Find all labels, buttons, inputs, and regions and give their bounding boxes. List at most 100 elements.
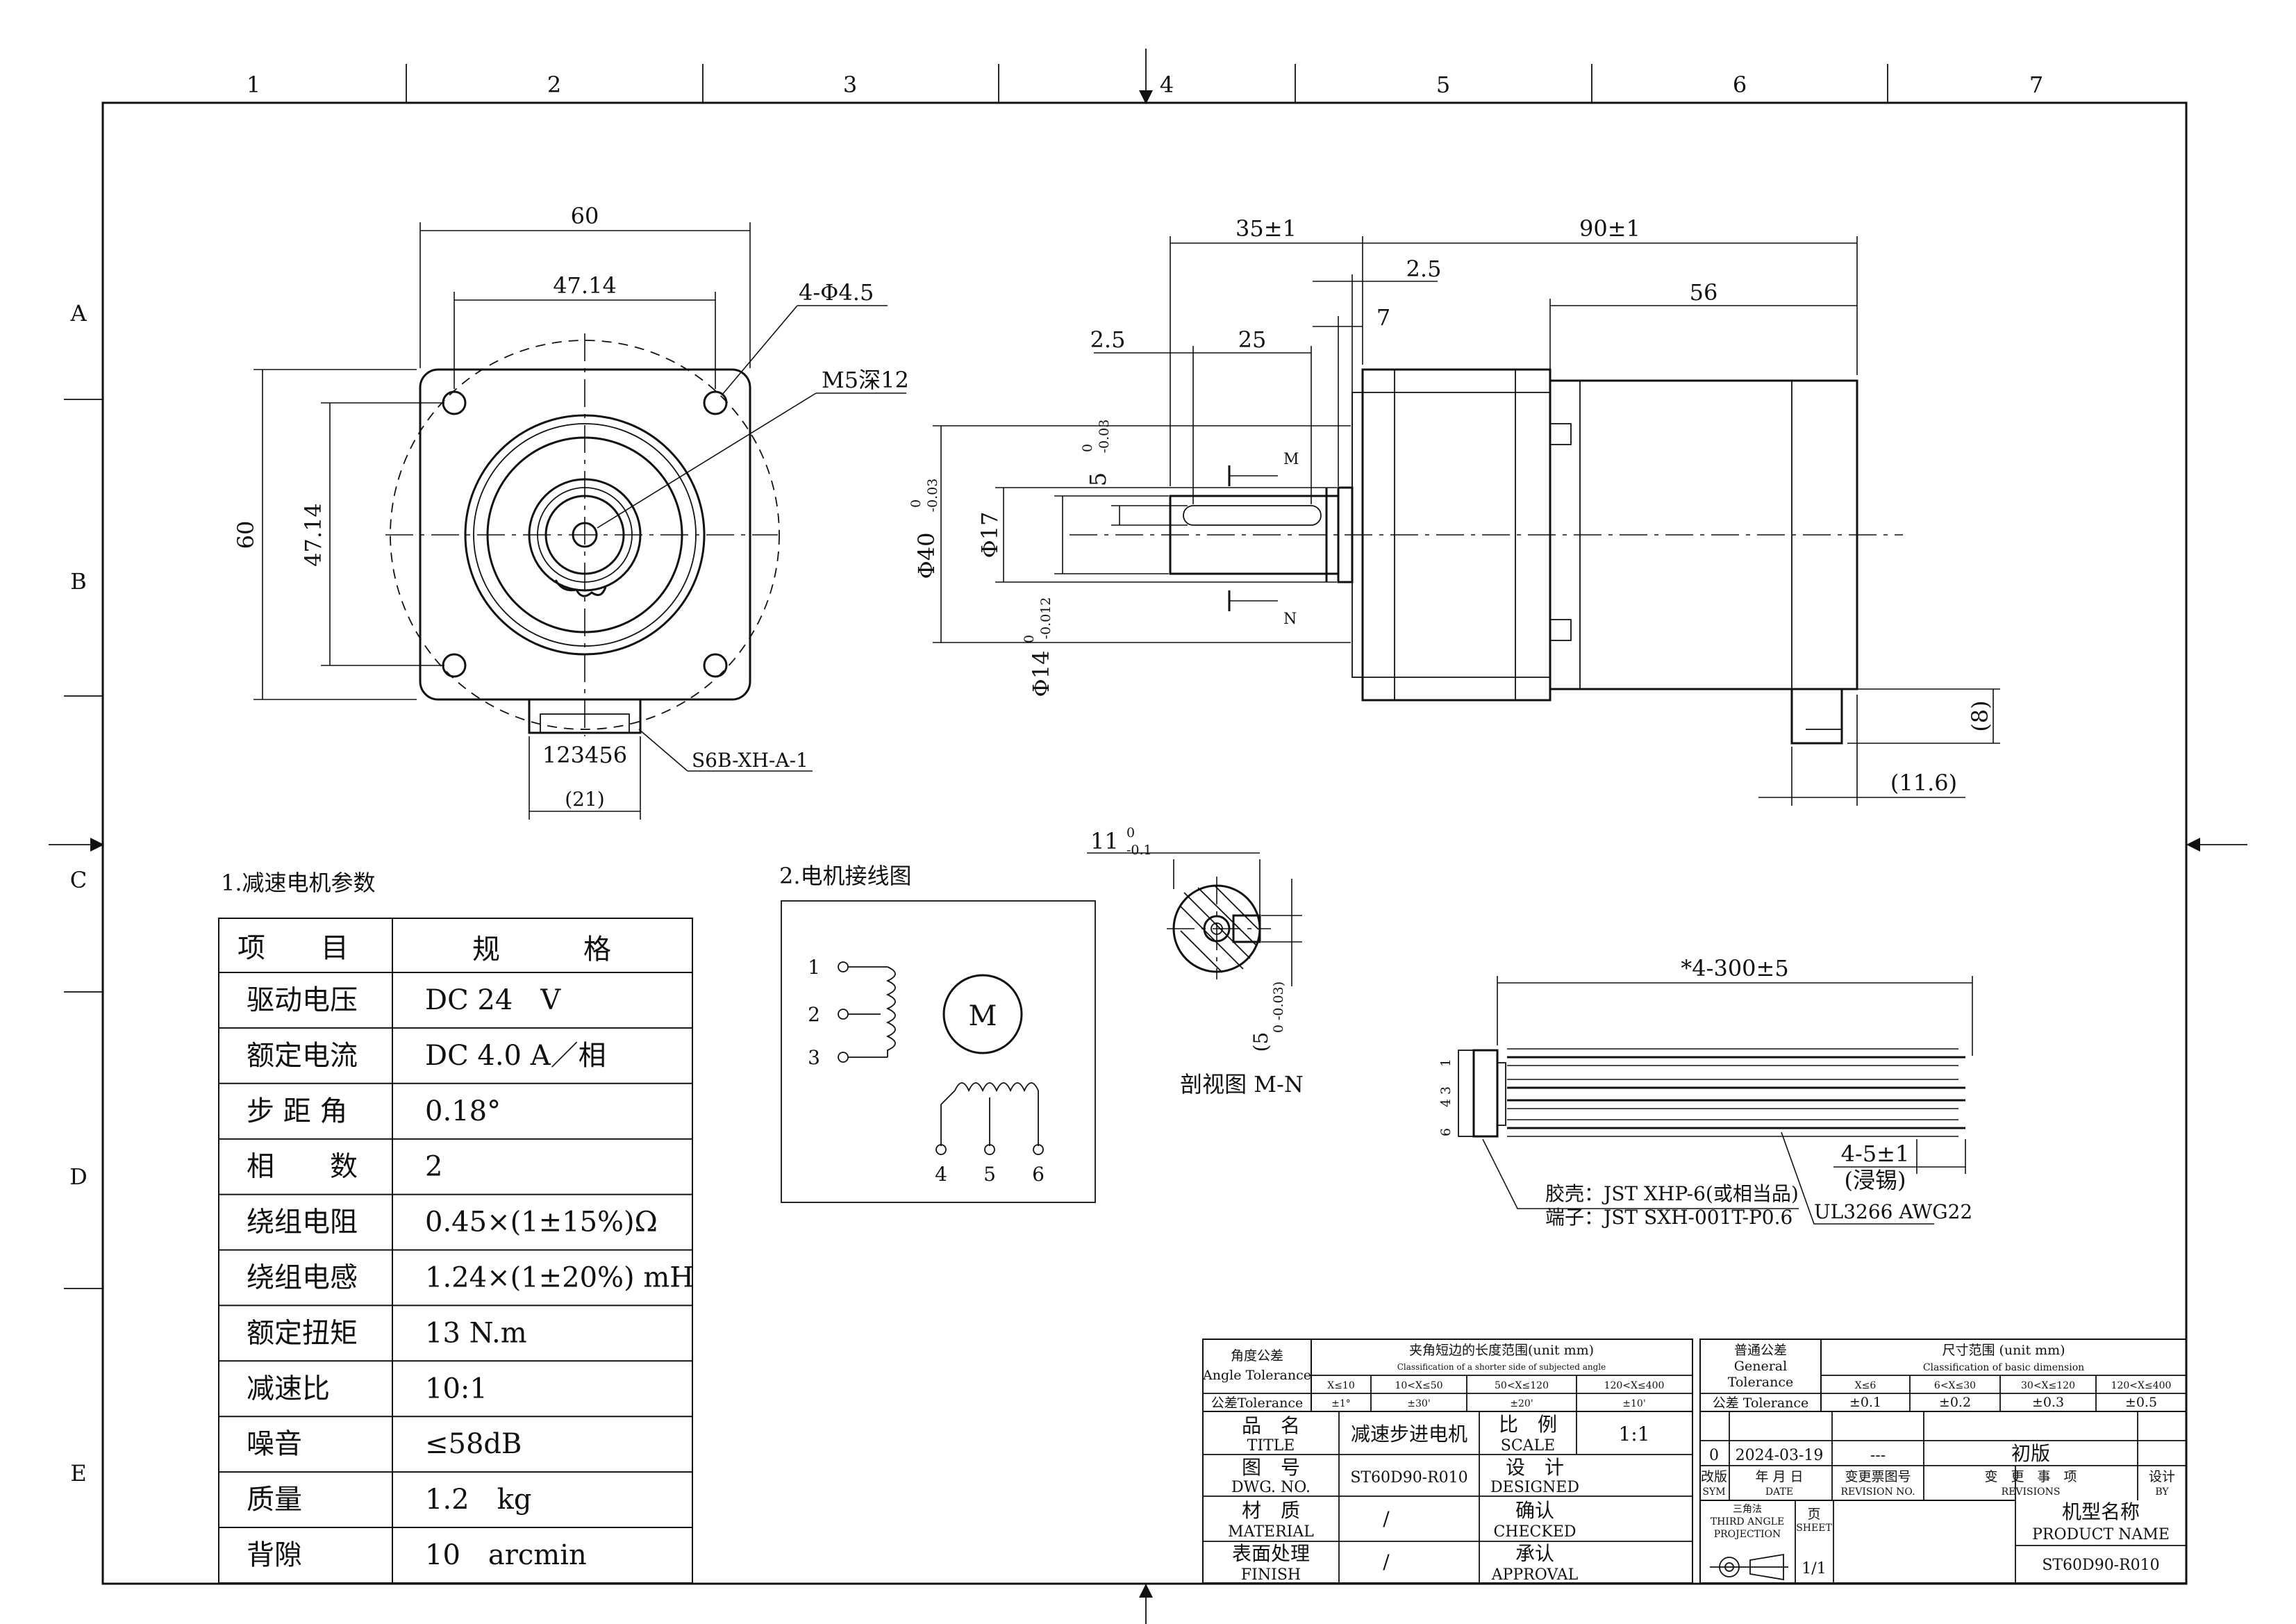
gen-tol-en2: Tolerance	[1728, 1375, 1794, 1390]
mount-hole	[442, 653, 467, 678]
wiring-pin: 2	[808, 1003, 820, 1026]
angle-row-label: 公差Tolerance	[1211, 1395, 1304, 1411]
cable-pin: 1	[1438, 1059, 1454, 1067]
dim-boss: Φ17	[976, 512, 1003, 558]
angle-col: 120<X≤400	[1604, 1380, 1665, 1391]
side-view: 35±1 90±1 2.5 7 56 2.5 25 5 0 -0.03 Φ40 …	[908, 215, 2000, 806]
wiring-pin: 5	[983, 1163, 996, 1186]
right-centre-arrow	[2186, 838, 2200, 852]
wiring-diagram: 2.电机接线图 1 2 3 M 4 5 6	[779, 863, 1096, 1203]
label-terminal: 端子：JST SXH-001T-P0.6	[1545, 1206, 1792, 1229]
bolt-circle	[390, 340, 780, 730]
row-label: A	[69, 300, 87, 326]
angle-tol-en: Angle Tolerance	[1202, 1368, 1311, 1383]
approval-cn: 承认	[1515, 1542, 1554, 1565]
label-holes: 4-Φ4.5	[799, 279, 874, 306]
dim-11-tol-dn: -0.1	[1126, 843, 1152, 858]
wiring-heading: 2.电机接线图	[779, 863, 912, 889]
title-cn: 品 名	[1242, 1414, 1300, 1437]
proj-en1: THIRD ANGLE	[1711, 1516, 1784, 1527]
scale-val: 1:1	[1618, 1423, 1649, 1445]
angle-range-en: Classification of a shorter side of subj…	[1397, 1362, 1606, 1372]
rev-sym: 0	[1709, 1447, 1719, 1464]
label-thread: M5深12	[822, 367, 909, 393]
proj-cn: 三角法	[1733, 1504, 1762, 1515]
angle-val: ±1°	[1331, 1398, 1351, 1409]
dim-flange: 2.5	[1406, 256, 1442, 282]
dim-connector-width: (21)	[565, 788, 604, 811]
dim-key-width-tol-dn: -0.03	[1097, 420, 1112, 454]
approval-en: APPROVAL	[1491, 1566, 1579, 1584]
section-view: 11 0 -0.1 (5 0 -0.03) 剖视图 M-N	[1087, 825, 1304, 1097]
rev-no: ---	[1870, 1447, 1886, 1464]
size-col: 30<X≤120	[2021, 1380, 2075, 1391]
sym-cn: 改版	[1701, 1469, 1727, 1484]
wiring-pin: 1	[808, 956, 820, 979]
col-label: 3	[843, 72, 857, 98]
col-label: 6	[1733, 72, 1747, 98]
dim-hole-pitch-h: 47.14	[553, 272, 617, 299]
bottom-centre-arrow	[1139, 1584, 1153, 1598]
sheet-val: 1/1	[1802, 1560, 1826, 1577]
dim-hole-pitch-v: 47.14	[300, 503, 326, 567]
motor-connector	[1790, 688, 1843, 745]
checked-en: CHECKED	[1493, 1523, 1576, 1541]
cable-assembly: 1 3 4 6 *4-300±5 4-5±1 (浸锡) 胶壳：JST XHP-6…	[1438, 955, 1973, 1229]
angle-val: ±20'	[1510, 1398, 1533, 1409]
angle-val: ±30'	[1407, 1398, 1430, 1409]
col-label: 7	[2029, 72, 2043, 98]
revno-cn: 变更票图号	[1845, 1469, 1911, 1484]
finish-en: FINISH	[1241, 1566, 1301, 1584]
row-label: B	[70, 568, 87, 595]
frame-column-labels: 1 2 3 4 5 6 7	[247, 72, 2043, 98]
material-cn: 材 质	[1242, 1499, 1300, 1522]
size-val: ±0.5	[2125, 1395, 2157, 1410]
section-label-n: N	[1283, 611, 1297, 628]
params-item: 额定电流	[247, 1040, 358, 1072]
params-value: 13 N.m	[425, 1317, 527, 1349]
section-label-m: M	[1283, 451, 1299, 468]
by-en: BY	[2155, 1486, 2169, 1498]
params-item: 额定扭矩	[247, 1317, 358, 1349]
product-cn: 机型名称	[2062, 1500, 2140, 1523]
revisions-cn: 变 更 事 项	[1984, 1469, 2077, 1484]
row-label: E	[70, 1460, 86, 1486]
params-item: 步 距 角	[247, 1095, 347, 1127]
dim-shaft-tol-dn: -0.012	[1038, 597, 1054, 640]
dim-key-offset: 2.5	[1090, 326, 1126, 353]
col-label: 2	[547, 72, 561, 98]
col-label: 4	[1160, 72, 1174, 98]
dim-connector-height: (8)	[1967, 700, 1993, 731]
dim-7: 7	[1376, 304, 1390, 331]
angle-range-cn: 夹角短边的长度范围(unit mm)	[1409, 1343, 1594, 1358]
dim-key-width: 5	[1085, 472, 1111, 486]
designed-cn: 设 计	[1506, 1456, 1564, 1479]
title-val: 减速步进电机	[1351, 1423, 1467, 1445]
size-col: 120<X≤400	[2111, 1380, 2172, 1391]
dim-shaft: Φ14	[1028, 651, 1054, 697]
left-centre-arrow	[90, 838, 104, 852]
frame-row-labels: A B C D E	[69, 300, 88, 1486]
dim-5: (5	[1249, 1032, 1272, 1052]
cable-pin: 4	[1438, 1099, 1454, 1107]
angle-col: 10<X≤50	[1395, 1380, 1442, 1391]
size-range-cn: 尺寸范围 (unit mm)	[1942, 1343, 2065, 1358]
dwg-cn: 图 号	[1242, 1456, 1300, 1479]
dim-strip: 4-5±1	[1841, 1141, 1910, 1167]
params-value: 1.24×(1±20%) mH	[425, 1261, 694, 1293]
product-en: PRODUCT NAME	[2032, 1526, 2170, 1543]
params-item: 相 数	[247, 1151, 358, 1183]
dim-key-width-tol-up: 0	[1080, 444, 1095, 452]
motor-label: M	[969, 1000, 997, 1032]
params-heading: 1.减速电机参数	[221, 870, 376, 896]
angle-col: X≤10	[1327, 1380, 1355, 1391]
params-item: 背隙	[247, 1539, 302, 1571]
scale-en: SCALE	[1501, 1437, 1555, 1455]
dim-width: 60	[571, 203, 599, 229]
proj-en2: PROJECTION	[1714, 1529, 1781, 1540]
dim-pilot-tol-dn: -0.03	[925, 479, 940, 513]
col-label: 1	[247, 72, 260, 98]
motor-symbol	[942, 974, 1023, 1054]
finish-cn: 表面处理	[1232, 1542, 1310, 1565]
angle-col: 50<X≤120	[1495, 1380, 1549, 1391]
